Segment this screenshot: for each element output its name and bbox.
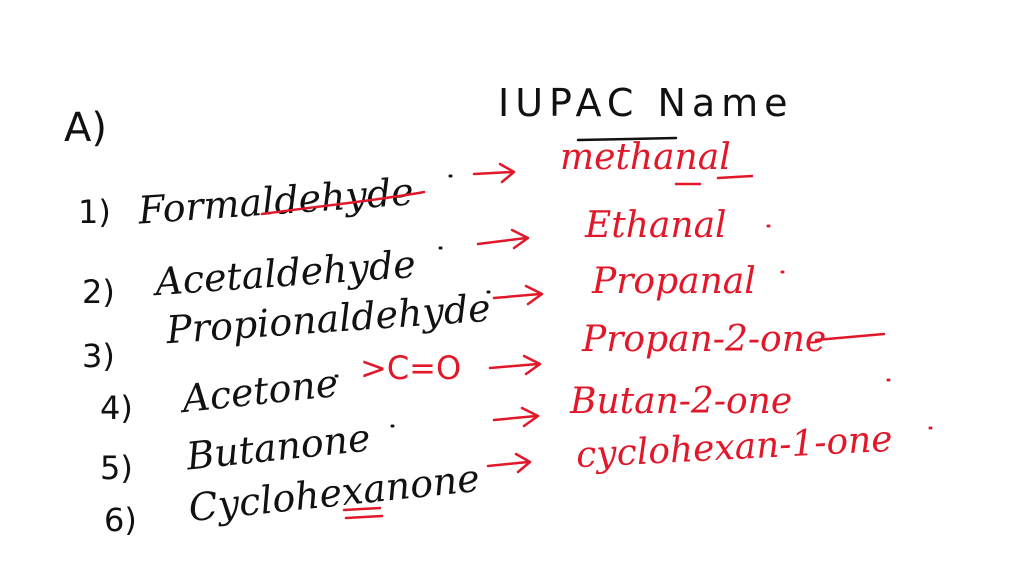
cyclohexanone-double-underline	[342, 506, 382, 512]
arrow-icon	[488, 354, 542, 376]
formaldehyde-underline	[260, 190, 426, 216]
header-underline	[576, 136, 678, 142]
arrow-icon	[492, 406, 540, 428]
row-number: 5)	[100, 449, 133, 487]
methanal-al-underline-2	[716, 174, 754, 180]
iupac-name: Butan-2-one	[570, 381, 793, 422]
arrow-icon	[486, 452, 532, 474]
cyclohexanone-double-underline-2	[344, 514, 384, 520]
row-number: 2)	[82, 273, 115, 311]
column-header: IUPAC Name	[498, 81, 794, 125]
iupac-name: Ethanal	[585, 205, 727, 246]
arrow-icon	[472, 162, 516, 184]
row-number: 4)	[100, 389, 133, 427]
row-number: 6)	[104, 501, 137, 539]
arrow-icon	[492, 284, 544, 306]
iupac-name: methanal	[560, 137, 731, 178]
section-label: A)	[64, 105, 107, 151]
propanone-one-underline	[814, 332, 886, 342]
iupac-name: Propanal	[592, 261, 756, 302]
row-number: 3)	[82, 337, 115, 375]
carbonyl-group-note: >C=O	[360, 349, 462, 387]
arrow-icon	[476, 228, 530, 250]
iupac-name: Propan-2-one	[582, 319, 827, 360]
row-number: 1)	[78, 193, 111, 231]
